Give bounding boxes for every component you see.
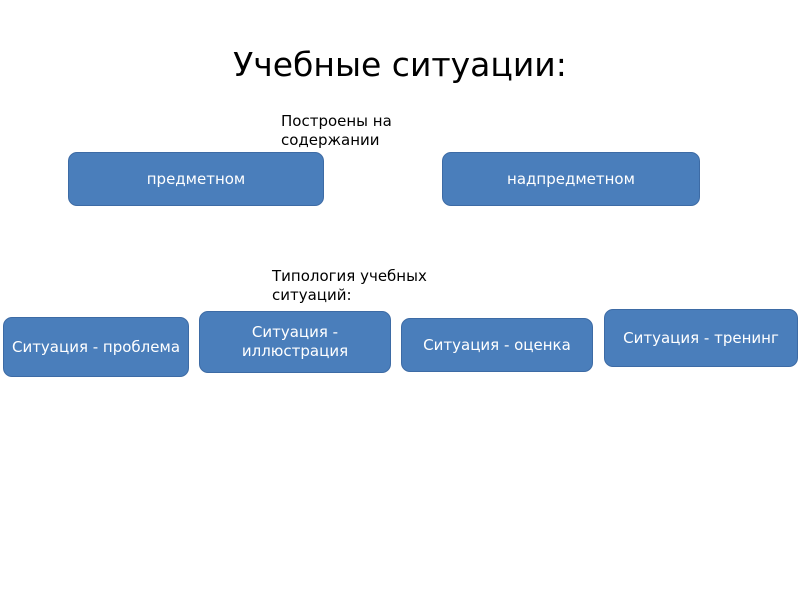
box-situation-problem[interactable]: Ситуация - проблема — [3, 317, 189, 377]
box-situation-training[interactable]: Ситуация - тренинг — [604, 309, 798, 367]
box-metasubject-content[interactable]: надпредметном — [442, 152, 700, 206]
page-title: Учебные ситуации: — [233, 45, 567, 84]
caption-typology: Типология учебных ситуаций: — [272, 267, 427, 304]
box-situation-illustration[interactable]: Ситуация - иллюстрация — [199, 311, 391, 373]
caption-built-on-content: Построены на содержании — [281, 112, 392, 149]
box-subject-content[interactable]: предметном — [68, 152, 324, 206]
box-situation-assessment[interactable]: Ситуация - оценка — [401, 318, 593, 372]
